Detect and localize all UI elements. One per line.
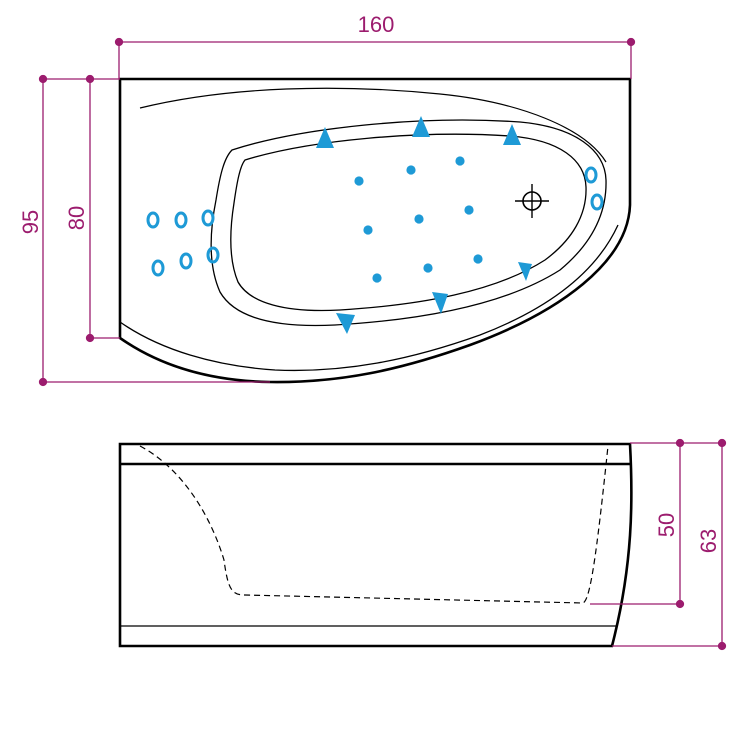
foot-massage-jets (584, 166, 604, 211)
ring-jet-icon (151, 259, 165, 277)
tub-rim-upper-line (139, 87, 607, 163)
ring-jet-icon (146, 211, 160, 229)
air-jets (354, 156, 483, 283)
air-jet-icon (423, 263, 433, 273)
ring-jet-icon (590, 193, 604, 211)
air-jet-icon (372, 273, 382, 283)
hydro-nozzle-icon (412, 116, 430, 137)
air-jet-icon (455, 156, 465, 166)
drain-crosshair-icon (515, 184, 549, 218)
dimension-inner-width-label: 80 (64, 206, 89, 230)
top-view (118, 77, 632, 384)
hydro-nozzles (316, 116, 532, 334)
ring-jet-icon (584, 166, 598, 184)
basin-outer-line (210, 119, 607, 327)
tub-outer-rim (118, 77, 632, 384)
ring-jet-icon (174, 211, 188, 229)
dimension-inner-height-label: 50 (654, 513, 679, 537)
hydro-nozzle-icon (316, 127, 334, 148)
dimension-lines (38, 37, 727, 651)
basin-inner-line (230, 133, 587, 312)
air-jet-icon (406, 165, 416, 175)
tub-rim-lower-line (119, 224, 619, 372)
ring-jet-icon (206, 246, 220, 264)
ring-jet-icon (179, 252, 193, 270)
ring-jet-icon (201, 209, 215, 227)
dimension-outer-width-label: 95 (18, 210, 43, 234)
air-jet-icon (473, 254, 483, 264)
hydro-nozzle-icon (432, 292, 448, 314)
dimension-length-label: 160 (358, 12, 395, 37)
air-jet-icon (414, 214, 424, 224)
tub-side-outline (118, 442, 633, 648)
air-jet-icon (464, 205, 474, 215)
dimension-outer-height-label: 63 (696, 529, 721, 553)
hydro-nozzle-icon (518, 262, 532, 281)
air-jet-icon (354, 176, 364, 186)
side-view (118, 442, 633, 648)
hydro-nozzle-icon (336, 313, 355, 334)
back-massage-jets (146, 209, 220, 277)
air-jet-icon (363, 225, 373, 235)
hydro-nozzle-icon (503, 124, 521, 145)
